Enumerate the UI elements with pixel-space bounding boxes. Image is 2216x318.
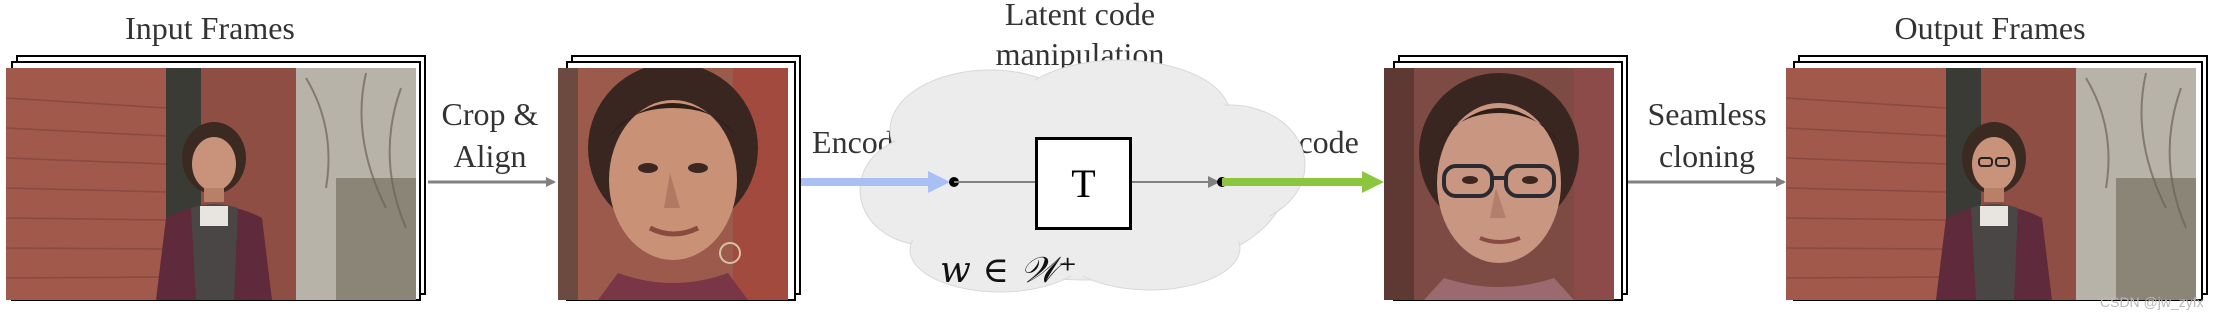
transform-box: T (1035, 137, 1132, 230)
crop-align-label-line1: Crop & (441, 96, 539, 132)
watermark: CSDN @jw_zyfx (2100, 294, 2204, 310)
latent-space-formula: w ∈ 𝒲⁺ (940, 250, 1078, 291)
seamless-cloning-label-line2: cloning (1659, 138, 1755, 174)
cropped-frame-photo (558, 68, 788, 300)
seamless-cloning-label-line1: Seamless (1647, 96, 1767, 132)
input-frame-photo (6, 68, 416, 300)
input-frames-label: Input Frames (125, 10, 295, 46)
output-frame-photo (1786, 68, 2196, 300)
output-frames-label: Output Frames (1894, 10, 2086, 46)
decoded-frame-photo (1384, 68, 1614, 300)
crop-align-label-line2: Align (453, 138, 527, 174)
latent-manipulation-label-line1: Latent code (1004, 0, 1156, 32)
